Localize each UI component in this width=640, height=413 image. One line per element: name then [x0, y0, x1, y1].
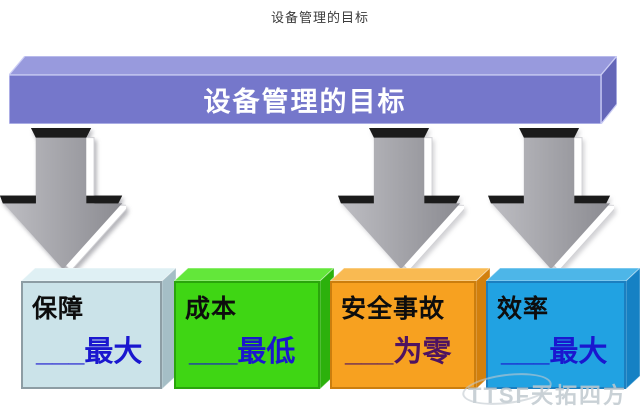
goal-banner: 设备管理的目标 [9, 56, 617, 124]
box-label: 成本 [185, 295, 238, 323]
goal-box-guarantee: 保障 ___最大 [21, 268, 176, 389]
box-3d-shape [174, 268, 334, 389]
banner-label: 设备管理的目标 [203, 87, 407, 117]
page-title: 设备管理的目标 [270, 10, 369, 25]
box-value: ___最大 [36, 336, 143, 368]
box-value: ___最大 [501, 336, 608, 368]
banner-3d-shape [9, 56, 617, 124]
down-arrow-icon [0, 128, 131, 272]
box-3d-shape [330, 268, 490, 389]
watermark-text: TTSF天拓四方 [468, 383, 627, 408]
box-label: 保障 [32, 295, 85, 323]
goal-box-cost: 成本 ___最低 [174, 268, 334, 389]
box-label: 安全事故 [341, 295, 446, 323]
box-label: 效率 [497, 295, 550, 323]
box-value: ___为零 [345, 336, 452, 368]
down-arrow-icon [488, 128, 619, 272]
box-value: ___最低 [189, 336, 296, 368]
box-3d-shape [486, 268, 640, 389]
watermark: TTSF天拓四方 [460, 368, 627, 410]
down-arrow-icon [338, 128, 469, 272]
goal-box-efficiency: 效率 ___最大 [486, 268, 640, 389]
box-3d-shape [21, 268, 176, 389]
goal-box-safety: 安全事故 ___为零 [330, 268, 490, 389]
